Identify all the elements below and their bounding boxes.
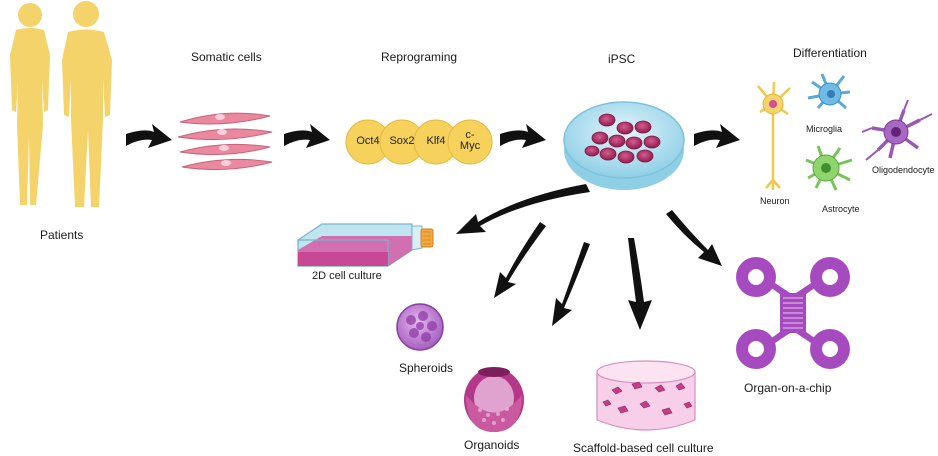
flask-2d-culture-icon: [297, 223, 434, 267]
factor-sox2: Sox2: [389, 135, 415, 147]
label-2d-culture: 2D cell culture: [312, 270, 382, 282]
label-somatic-cells: Somatic cells: [191, 50, 262, 64]
label-astrocyte: Astrocyte: [822, 204, 860, 214]
label-ipsc: iPSC: [608, 52, 636, 66]
label-spheroids: Spheroids: [399, 361, 454, 375]
arrow-to-organoids: [552, 242, 590, 326]
arrow-to-2d-culture: [456, 184, 590, 234]
label-patients: Patients: [40, 228, 84, 242]
organ-on-chip-icon: [736, 257, 850, 369]
neuron-icon: [757, 81, 791, 190]
arrow-to-spheroids: [494, 222, 546, 298]
arrow-to-scaffold: [628, 238, 652, 330]
arrow-to-organ-chip: [666, 210, 722, 266]
microglia-icon: [807, 73, 851, 110]
ipsc-dish-icon: [563, 101, 685, 190]
scaffold-icon: [596, 360, 696, 431]
somatic-cells-icon: [177, 112, 273, 171]
astrocyte-icon: [805, 145, 853, 191]
arrow-ipsc-to-differentiation: [694, 124, 740, 148]
label-oligodendrocyte: Oligodendocyte: [872, 165, 935, 175]
label-reprograming: Reprograming: [381, 50, 458, 64]
label-organ-chip: Organ-on-a-chip: [744, 381, 832, 395]
arrow-patients-to-somatic: [126, 124, 172, 148]
patients-figure-icon: [10, 1, 112, 207]
label-scaffold: Scaffold-based cell culture: [573, 441, 714, 455]
label-neuron: Neuron: [760, 196, 790, 206]
oligodendrocyte-icon: [861, 99, 933, 161]
arrow-reprogramming-to-ipsc: [500, 124, 546, 148]
factor-klf4: Klf4: [426, 135, 446, 147]
spheroid-icon: [396, 303, 444, 351]
label-microglia: Microglia: [806, 124, 843, 134]
organoid-icon: [464, 367, 524, 432]
reprogramming-factors-icon: [345, 119, 493, 165]
arrow-somatic-to-reprogramming: [284, 124, 330, 148]
factor-cmyc: c- Myc: [459, 129, 481, 152]
label-organoids: Organoids: [464, 438, 520, 452]
label-differentiation: Differentiation: [793, 46, 867, 60]
factor-oct4: Oct4: [356, 135, 380, 147]
